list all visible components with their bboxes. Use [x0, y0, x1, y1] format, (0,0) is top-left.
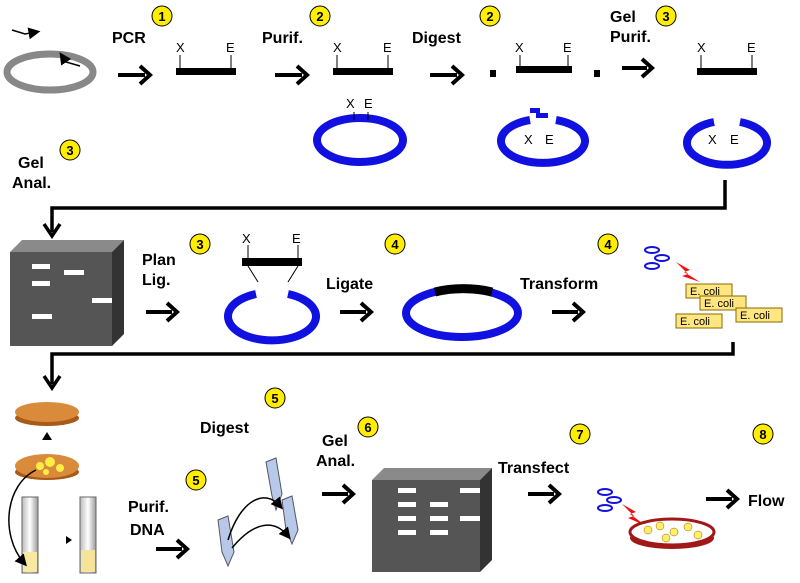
step-badge: 3 [655, 5, 677, 27]
svg-text:E: E [563, 40, 572, 55]
ligated-plasmid [402, 284, 522, 341]
svg-text:5: 5 [192, 473, 199, 488]
gel-purified-insert: X E [697, 40, 757, 75]
svg-text:X: X [708, 132, 717, 147]
digested-vector: X E [497, 108, 589, 167]
svg-text:4: 4 [391, 237, 399, 252]
step-badge: 4 [384, 233, 406, 255]
svg-text:X: X [524, 132, 533, 147]
svg-text:E: E [383, 40, 392, 55]
step-badge: 2 [479, 5, 501, 27]
gel-purif-label-1: Gel [610, 9, 636, 26]
svg-text:E: E [747, 40, 756, 55]
purif-dna-label-1: Purif. [128, 499, 169, 516]
gel-anal-bottom-label-2: Anal. [316, 453, 355, 470]
svg-text:E. coli: E. coli [690, 286, 720, 298]
step-badge: 2 [309, 5, 331, 27]
svg-text:E: E [292, 231, 301, 246]
digested-insert: X E [490, 40, 600, 77]
step-badge: 4 [597, 233, 619, 255]
culture-plates [15, 402, 79, 480]
svg-text:E: E [364, 96, 373, 111]
ecoli-cell: E. coli [699, 295, 747, 311]
svg-text:3: 3 [66, 143, 73, 158]
vector-plasmid: X E [313, 96, 407, 166]
digest-label: Digest [412, 30, 462, 47]
svg-text:5: 5 [271, 391, 278, 406]
plan-lig-label-1: Plan [142, 252, 176, 269]
svg-text:3: 3 [196, 237, 203, 252]
gel-box [10, 240, 124, 346]
row-connector [50, 342, 735, 384]
svg-text:X: X [242, 231, 251, 246]
row-connector [50, 180, 727, 232]
process-arrow-head [138, 64, 153, 86]
step-badge: 5 [185, 469, 207, 491]
template-plasmid [3, 27, 97, 94]
svg-text:X: X [333, 40, 342, 55]
svg-text:3: 3 [662, 9, 669, 24]
svg-text:4: 4 [604, 237, 612, 252]
ecoli-cell: E. coli [675, 313, 723, 329]
svg-text:X: X [697, 40, 706, 55]
step-badge: 6 [357, 416, 379, 438]
svg-text:X: X [346, 96, 355, 111]
transfect-label: Transfect [498, 460, 570, 477]
gel-purified-vector: X E [683, 118, 771, 169]
step-badge: 1 [151, 5, 173, 27]
pcr-label: PCR [112, 30, 146, 47]
step-badge: 8 [752, 423, 774, 445]
svg-text:2: 2 [486, 9, 493, 24]
digest-bottom-label: Digest [200, 420, 250, 437]
ligate-label: Ligate [326, 276, 373, 293]
svg-text:7: 7 [576, 427, 583, 442]
svg-text:E: E [226, 40, 235, 55]
step-badge: 5 [264, 387, 286, 409]
svg-text:E: E [545, 132, 554, 147]
svg-text:E: E [730, 132, 739, 147]
gel-purif-label-2: Purif. [610, 29, 651, 46]
microtubes [217, 457, 299, 568]
purif-label: Purif. [262, 30, 303, 47]
purif-dna-label-2: DNA [130, 522, 165, 539]
svg-text:E. coli: E. coli [704, 298, 734, 310]
pcr-product: X E [176, 40, 236, 75]
ecoli-cell: E. coli [735, 307, 783, 323]
svg-text:6: 6 [364, 420, 371, 435]
svg-text:E. coli: E. coli [680, 316, 710, 328]
transform-label: Transform [520, 276, 598, 293]
ligation-plan: X E [224, 231, 320, 345]
transfection-dish [597, 488, 716, 549]
svg-text:E. coli: E. coli [740, 310, 770, 322]
step-badge: 7 [569, 423, 591, 445]
step-badge: 3 [59, 139, 81, 161]
culture-tubes [8, 469, 97, 574]
gel-box [372, 468, 492, 572]
svg-text:2: 2 [316, 9, 323, 24]
svg-text:X: X [515, 40, 524, 55]
gel-anal-label-1: Gel [18, 155, 44, 172]
flow-label: Flow [748, 493, 785, 510]
svg-text:8: 8 [759, 427, 766, 442]
step-badge: 3 [189, 233, 211, 255]
plan-lig-label-2: Lig. [142, 272, 170, 289]
ecoli-transformation: E. coli E. coli E. coli E. coli [644, 246, 783, 329]
gel-anal-label-2: Anal. [12, 175, 51, 192]
ecoli-cell: E. coli [685, 283, 733, 299]
svg-text:1: 1 [158, 9, 165, 24]
svg-text:X: X [176, 40, 185, 55]
purified-insert: X E [333, 40, 393, 75]
gel-anal-bottom-label-1: Gel [322, 433, 348, 450]
